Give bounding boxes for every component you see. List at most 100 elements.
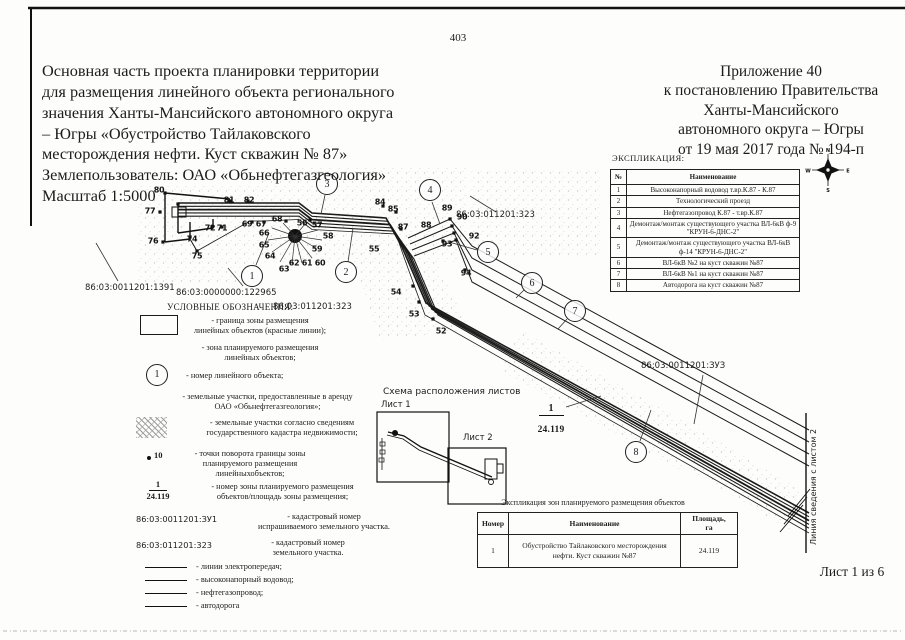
title-line: для размещения линейного объекта региона… (42, 81, 395, 101)
appendix-line: от 19 мая 2017 года № 194-п (678, 140, 864, 158)
zone-number-area: 1 24.119 (531, 397, 571, 439)
cadastral-label: 86:03:0011201:1391 (85, 283, 175, 293)
cadastral-label: 86:03:0000000:122965 (176, 288, 277, 298)
legend-label: - граница зоны размещения линейных объек… (193, 316, 327, 335)
oil-gas-line-swatch (145, 593, 187, 594)
map-point-label: 77 (144, 206, 156, 216)
legend-label: - линии электропередач; (196, 562, 282, 571)
sheet-number: Лист 1 из 6 (819, 564, 885, 579)
scale-line: Масштаб 1:5000 (42, 186, 156, 206)
object-number-swatch: 1 (146, 364, 168, 386)
legend-label: - автодорога (196, 601, 240, 610)
map-point-label: 71 (216, 223, 228, 233)
legend-label: - земельные участки согласно сведениям г… (206, 418, 358, 437)
explication-col-no: № (610, 169, 627, 185)
map-point-label: 87 (397, 222, 409, 232)
cadastral-label: 86:03:0011201:ЗУЗ (641, 361, 726, 371)
map-point-label: 69 (241, 219, 253, 229)
sheet1-label: Лист 1 (381, 400, 411, 410)
area-col-area: Площадь, га (680, 512, 738, 535)
map-point-label: 67 (255, 219, 267, 229)
match-line-note: Линия сведения с листом 2 (809, 428, 818, 546)
map-point-label: 88 (420, 220, 432, 230)
map-point-label: 57 (311, 220, 323, 230)
map-point-label: 94 (460, 268, 472, 278)
red-line-swatch (140, 315, 178, 335)
map-point-label: 59 (311, 244, 323, 254)
zone-area: 24.119 (146, 490, 170, 501)
title-block: Основная часть проекта планировки террит… (42, 61, 462, 207)
legend-label: - точки поворота границы зоны планируемо… (194, 449, 306, 478)
map-point-label: 93 (441, 239, 453, 249)
title-line: значения Ханты-Мансийского автономного о… (42, 102, 394, 122)
object-number-badge: 7 (564, 300, 586, 322)
object-number-badge: 5 (477, 241, 499, 263)
title-line: Землепользователь: ОАО «Обьнефтегазгеоло… (42, 165, 387, 185)
legend-label: - кадастровый номер земельного участка. (271, 538, 345, 557)
map-point-label: 72 (204, 223, 216, 233)
page-number: 403 (449, 32, 467, 44)
map-point-label: 52 (435, 326, 447, 336)
legend-label: - зона планируемого размещения линейных … (201, 343, 319, 362)
explication-title: ЭКСПЛИКАЦИЯ: (612, 153, 685, 163)
turn-point-dot (147, 456, 151, 460)
map-point-label: 62 (288, 258, 300, 268)
cadastral-number-zu1: 86:03:0011201:ЗУ1 (136, 514, 218, 524)
table-row: 1 Обустройство Тайлаковского месторожден… (477, 533, 738, 568)
map-point-label: 66 (258, 228, 270, 238)
legend-label: - номер зоны планируемого размещения объ… (211, 482, 354, 501)
legend-title: УСЛОВНЫЕ ОБОЗНАЧЕНИЯ: (167, 302, 294, 312)
map-point-label: 65 (258, 240, 270, 250)
map-point-label: 68 (271, 214, 283, 224)
cadastral-number-323: 86:03:011201:323 (136, 540, 212, 550)
object-number-badge: 6 (521, 272, 543, 294)
appendix-line: Приложение 40 (720, 63, 822, 80)
map-point-label: 58 (322, 231, 334, 241)
area-col-name: Наименование (508, 512, 681, 535)
area-table: Номер Наименование Площадь, га 1 Обустро… (477, 512, 738, 568)
sheet2-label: Лист 2 (463, 433, 493, 443)
title-line: Основная часть проекта планировки террит… (42, 61, 380, 80)
legend-label: - высоконапорный водовод; (196, 575, 294, 584)
cadastral-label: 86:03:011201:323 (456, 210, 535, 220)
appendix-line: автономного округа – Югры (678, 121, 864, 139)
area-table-title: Экспликация зон планируемого размещения … (501, 498, 685, 507)
map-point-label: 92 (468, 231, 480, 241)
map-point-label: 64 (264, 251, 276, 261)
map-point-label: 53 (408, 309, 420, 319)
legend-label: - земельные участки, предоставленные в а… (182, 392, 353, 411)
zone-number: 1 (538, 402, 564, 416)
object-number-badge: 8 (625, 441, 647, 463)
map-point-label: 60 (314, 258, 326, 268)
water-line-swatch (145, 580, 187, 581)
map-point-label: 56 (296, 218, 308, 228)
map-point-label: 61 (301, 258, 313, 268)
appendix-block: Приложение 40 к постановлению Правительс… (640, 62, 902, 159)
road-line-swatch (145, 606, 187, 607)
object-number-badge: 1 (241, 265, 263, 287)
legend-label: - кадастровый номер испрашиваемого земел… (257, 512, 390, 531)
map-point-label: 55 (368, 244, 380, 254)
turn-point-number: 10 (154, 450, 163, 460)
explication-col-name: Наименование (626, 169, 800, 185)
zone-number: 1 (148, 479, 168, 491)
area-col-num: Номер (477, 512, 509, 535)
map-point-label: 63 (278, 264, 290, 274)
map-point-label: 76 (147, 236, 159, 246)
map-point-label: 74 (186, 234, 198, 244)
map-point-label: 75 (191, 251, 203, 261)
zone-area: 24.119 (537, 424, 565, 435)
sheet-layout-title: Схема расположения листов (383, 387, 521, 397)
title-line: – Югры «Обустройство Тайлаковского (42, 123, 311, 143)
map-point-label: 54 (390, 287, 402, 297)
zone-number-swatch: 1 24.119 (138, 479, 178, 501)
